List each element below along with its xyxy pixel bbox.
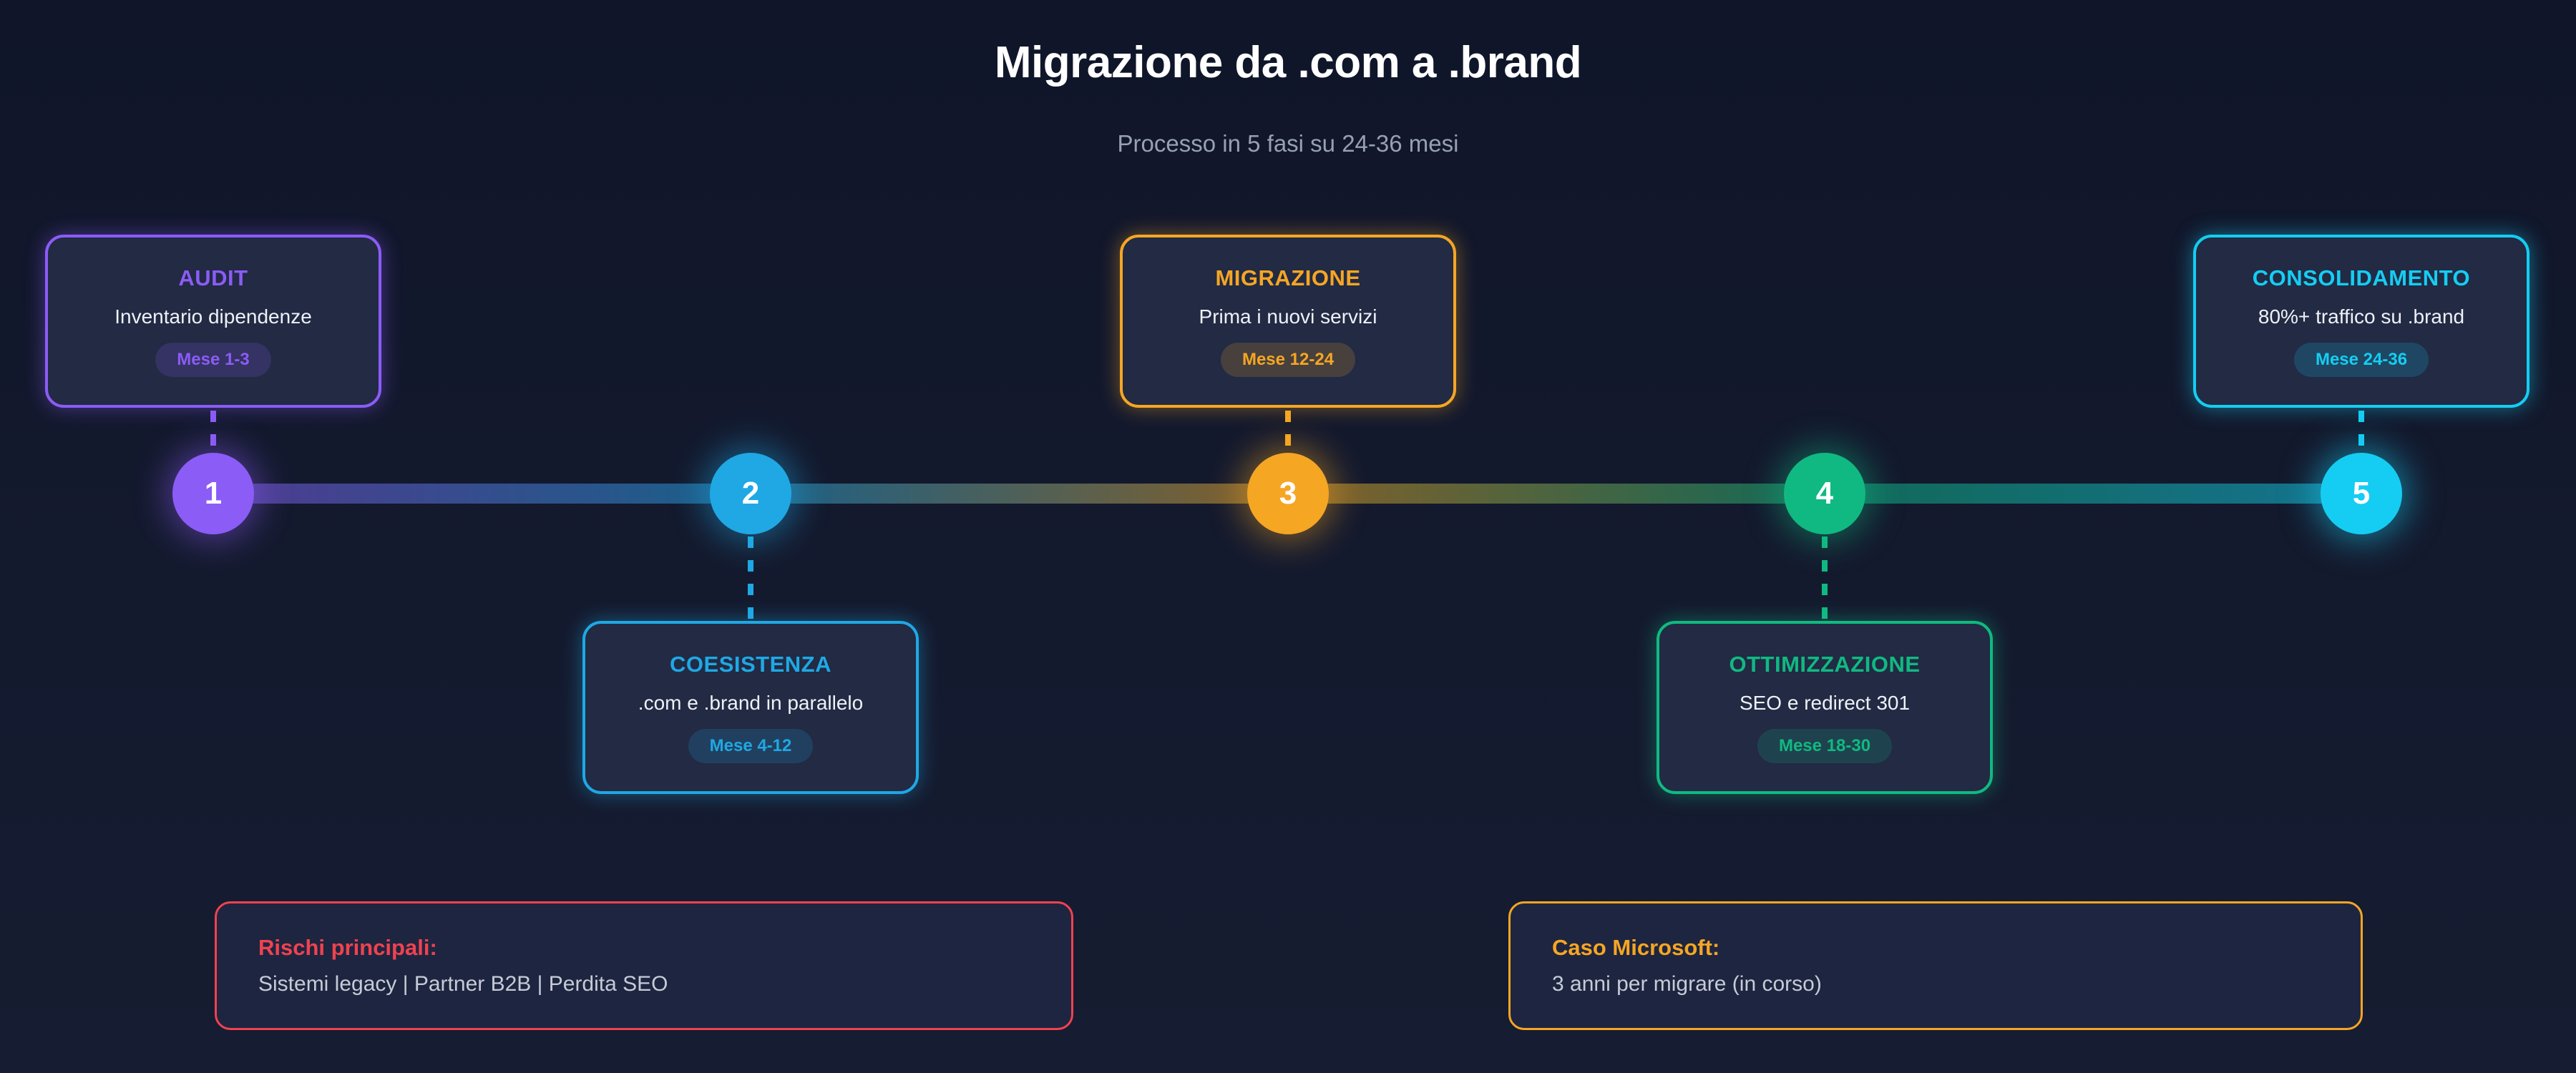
phase-5-description: 80%+ traffico su .brand bbox=[2258, 305, 2465, 328]
microsoft-case-note-box: Caso Microsoft: 3 anni per migrare (in c… bbox=[1508, 901, 2363, 1030]
phase-4-circle: 4 bbox=[1784, 453, 1865, 534]
phase-5-name: CONSOLIDAMENTO bbox=[2252, 265, 2471, 290]
phase-1-connector bbox=[210, 411, 216, 451]
phase-3-description: Prima i nuovi servizi bbox=[1199, 305, 1377, 328]
phase-2-circle: 2 bbox=[710, 453, 791, 534]
phase-5-badge: Mese 24-36 bbox=[2293, 343, 2429, 377]
phase-3-name: MIGRAZIONE bbox=[1215, 265, 1361, 290]
phase-1-badge: Mese 1-3 bbox=[155, 343, 271, 377]
phase-5-connector bbox=[2358, 411, 2364, 451]
phase-2-card: COESISTENZA .com e .brand in parallelo M… bbox=[582, 621, 919, 794]
phase-3-badge: Mese 12-24 bbox=[1220, 343, 1356, 377]
phase-2-description: .com e .brand in parallelo bbox=[638, 692, 864, 714]
phase-4-badge: Mese 18-30 bbox=[1757, 729, 1893, 763]
phase-2-badge: Mese 4-12 bbox=[688, 729, 814, 763]
phase-1-description: Inventario dipendenze bbox=[114, 305, 312, 328]
phase-3-circle: 3 bbox=[1247, 453, 1329, 534]
phase-4-description: SEO e redirect 301 bbox=[1739, 692, 1911, 714]
phase-5-circle: 5 bbox=[2321, 453, 2402, 534]
microsoft-case-note-body: 3 anni per migrare (in corso) bbox=[1552, 972, 1822, 996]
phase-4-card: OTTIMIZZAZIONE SEO e redirect 301 Mese 1… bbox=[1657, 621, 1993, 794]
risks-note-body: Sistemi legacy | Partner B2B | Perdita S… bbox=[258, 972, 668, 996]
phase-4-name: OTTIMIZZAZIONE bbox=[1729, 652, 1921, 677]
risks-note-title: Rischi principali: bbox=[258, 935, 437, 960]
phase-1-circle: 1 bbox=[172, 453, 254, 534]
phase-1-card: AUDIT Inventario dipendenze Mese 1-3 bbox=[45, 235, 381, 408]
phase-3-connector bbox=[1285, 411, 1291, 451]
phase-5-card: CONSOLIDAMENTO 80%+ traffico su .brand M… bbox=[2193, 235, 2529, 408]
phase-4-connector bbox=[1822, 536, 1828, 619]
phase-2-name: COESISTENZA bbox=[670, 652, 831, 677]
phase-3-card: MIGRAZIONE Prima i nuovi servizi Mese 12… bbox=[1120, 235, 1456, 408]
phase-2-connector bbox=[748, 536, 753, 619]
microsoft-case-note-title: Caso Microsoft: bbox=[1552, 935, 1720, 960]
page-title: Migrazione da .com a .brand bbox=[994, 38, 1582, 87]
risks-note-box: Rischi principali: Sistemi legacy | Part… bbox=[215, 901, 1073, 1030]
phase-1-name: AUDIT bbox=[178, 265, 248, 290]
page-subtitle: Processo in 5 fasi su 24-36 mesi bbox=[1117, 130, 1459, 157]
